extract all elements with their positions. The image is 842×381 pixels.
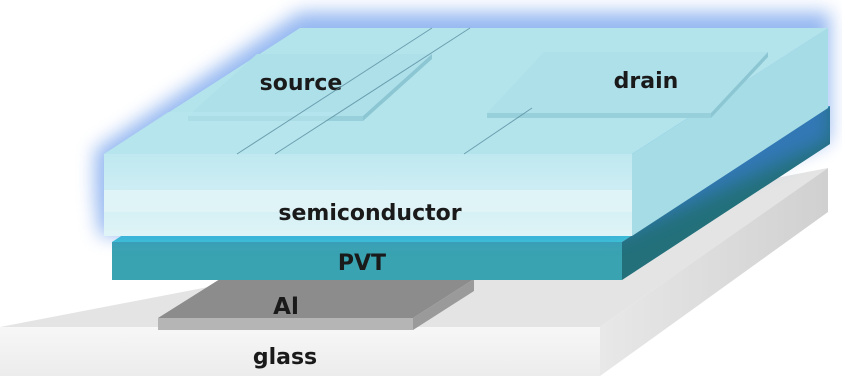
pvt-label: PVT: [338, 251, 386, 276]
al-gate: Al: [158, 279, 474, 330]
source-side-face: [363, 54, 432, 121]
al-side-face: [413, 279, 474, 330]
drain-top-face: [487, 52, 768, 113]
al-top-face: [158, 279, 474, 318]
al-front-face: [158, 318, 413, 330]
drain-electrode: drain: [487, 52, 768, 118]
glass-side-face: [600, 168, 828, 376]
semiconductor-front-band: [104, 190, 632, 212]
glass-label: glass: [253, 345, 317, 370]
drain-label: drain: [614, 69, 679, 94]
source-top-face: [188, 54, 432, 116]
al-label: Al: [273, 294, 299, 320]
channel-line-mid: [274, 27, 471, 155]
glass-front-face: [0, 327, 600, 376]
semiconductor-label: semiconductor: [278, 201, 461, 226]
semiconductor-side-face: [632, 28, 828, 236]
drain-front-face: [487, 113, 711, 118]
source-electrode: source: [104, 54, 432, 154]
source-lower-pad: [104, 112, 340, 154]
drain-side-face: [711, 52, 768, 118]
channel-lines: [236, 27, 533, 155]
pvt-front-face: [112, 242, 622, 280]
source-label: source: [260, 71, 343, 96]
channel-line-right: [463, 107, 533, 155]
channel-line-left: [236, 27, 433, 155]
